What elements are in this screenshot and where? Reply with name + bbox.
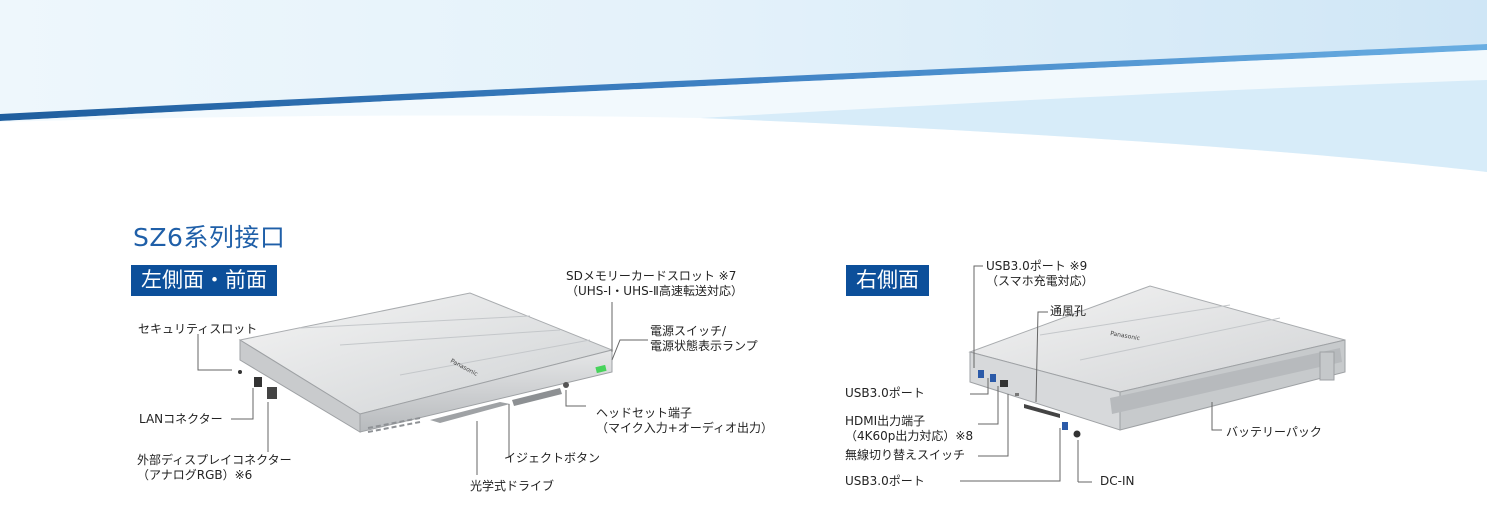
label-hdmi-output: HDMI出力端子 （4K60p出力対応）※8: [845, 414, 973, 444]
label-battery-pack: バッテリーパック: [1226, 425, 1322, 440]
label-headset-line1: ヘッドセット端子: [596, 406, 773, 421]
label-usb-charging: USB3.0ポート ※9 （スマホ充電対応）: [986, 259, 1094, 289]
label-usb-top-line1: USB3.0ポート ※9: [986, 259, 1094, 274]
label-external-display: 外部ディスプレイコネクター （アナログRGB）※6: [137, 453, 292, 483]
label-vent: 通風孔: [1050, 304, 1086, 319]
label-dc-in: DC-IN: [1100, 474, 1134, 489]
label-headset-line2: （マイク入力+オーディオ出力）: [596, 421, 773, 436]
label-security-slot: セキュリティスロット: [138, 322, 257, 337]
label-power-switch: 電源スイッチ/ 電源状態表示ランプ: [650, 324, 758, 354]
label-wireless-switch: 無線切り替えスイッチ: [845, 448, 965, 463]
label-headset-jack: ヘッドセット端子 （マイク入力+オーディオ出力）: [596, 406, 773, 436]
label-external-display-line2: （アナログRGB）※6: [137, 468, 292, 483]
label-usb-top-line2: （スマホ充電対応）: [986, 274, 1094, 289]
label-lan-connector: LANコネクター: [139, 412, 223, 427]
label-usb-middle: USB3.0ポート: [845, 386, 925, 401]
right-laptop-illustration: Panasonic: [970, 286, 1345, 438]
label-external-display-line1: 外部ディスプレイコネクター: [137, 453, 292, 468]
left-laptop-illustration: Panasonic: [238, 293, 612, 432]
label-power-line1: 電源スイッチ/: [650, 324, 758, 339]
label-hdmi-line2: （4K60p出力対応）※8: [845, 429, 973, 444]
label-sd-line2: （UHS-I・UHS-Ⅱ高速転送対応）: [566, 284, 743, 299]
label-usb-bottom: USB3.0ポート: [845, 474, 925, 489]
label-optical-drive: 光学式ドライブ: [470, 479, 554, 494]
label-sd-card-slot: SDメモリーカードスロット ※7 （UHS-I・UHS-Ⅱ高速転送対応）: [566, 269, 743, 299]
label-eject-button: イジェクトボタン: [504, 451, 600, 466]
label-hdmi-line1: HDMI出力端子: [845, 414, 973, 429]
label-power-line2: 電源状態表示ランプ: [650, 339, 758, 354]
label-sd-line1: SDメモリーカードスロット ※7: [566, 269, 743, 284]
